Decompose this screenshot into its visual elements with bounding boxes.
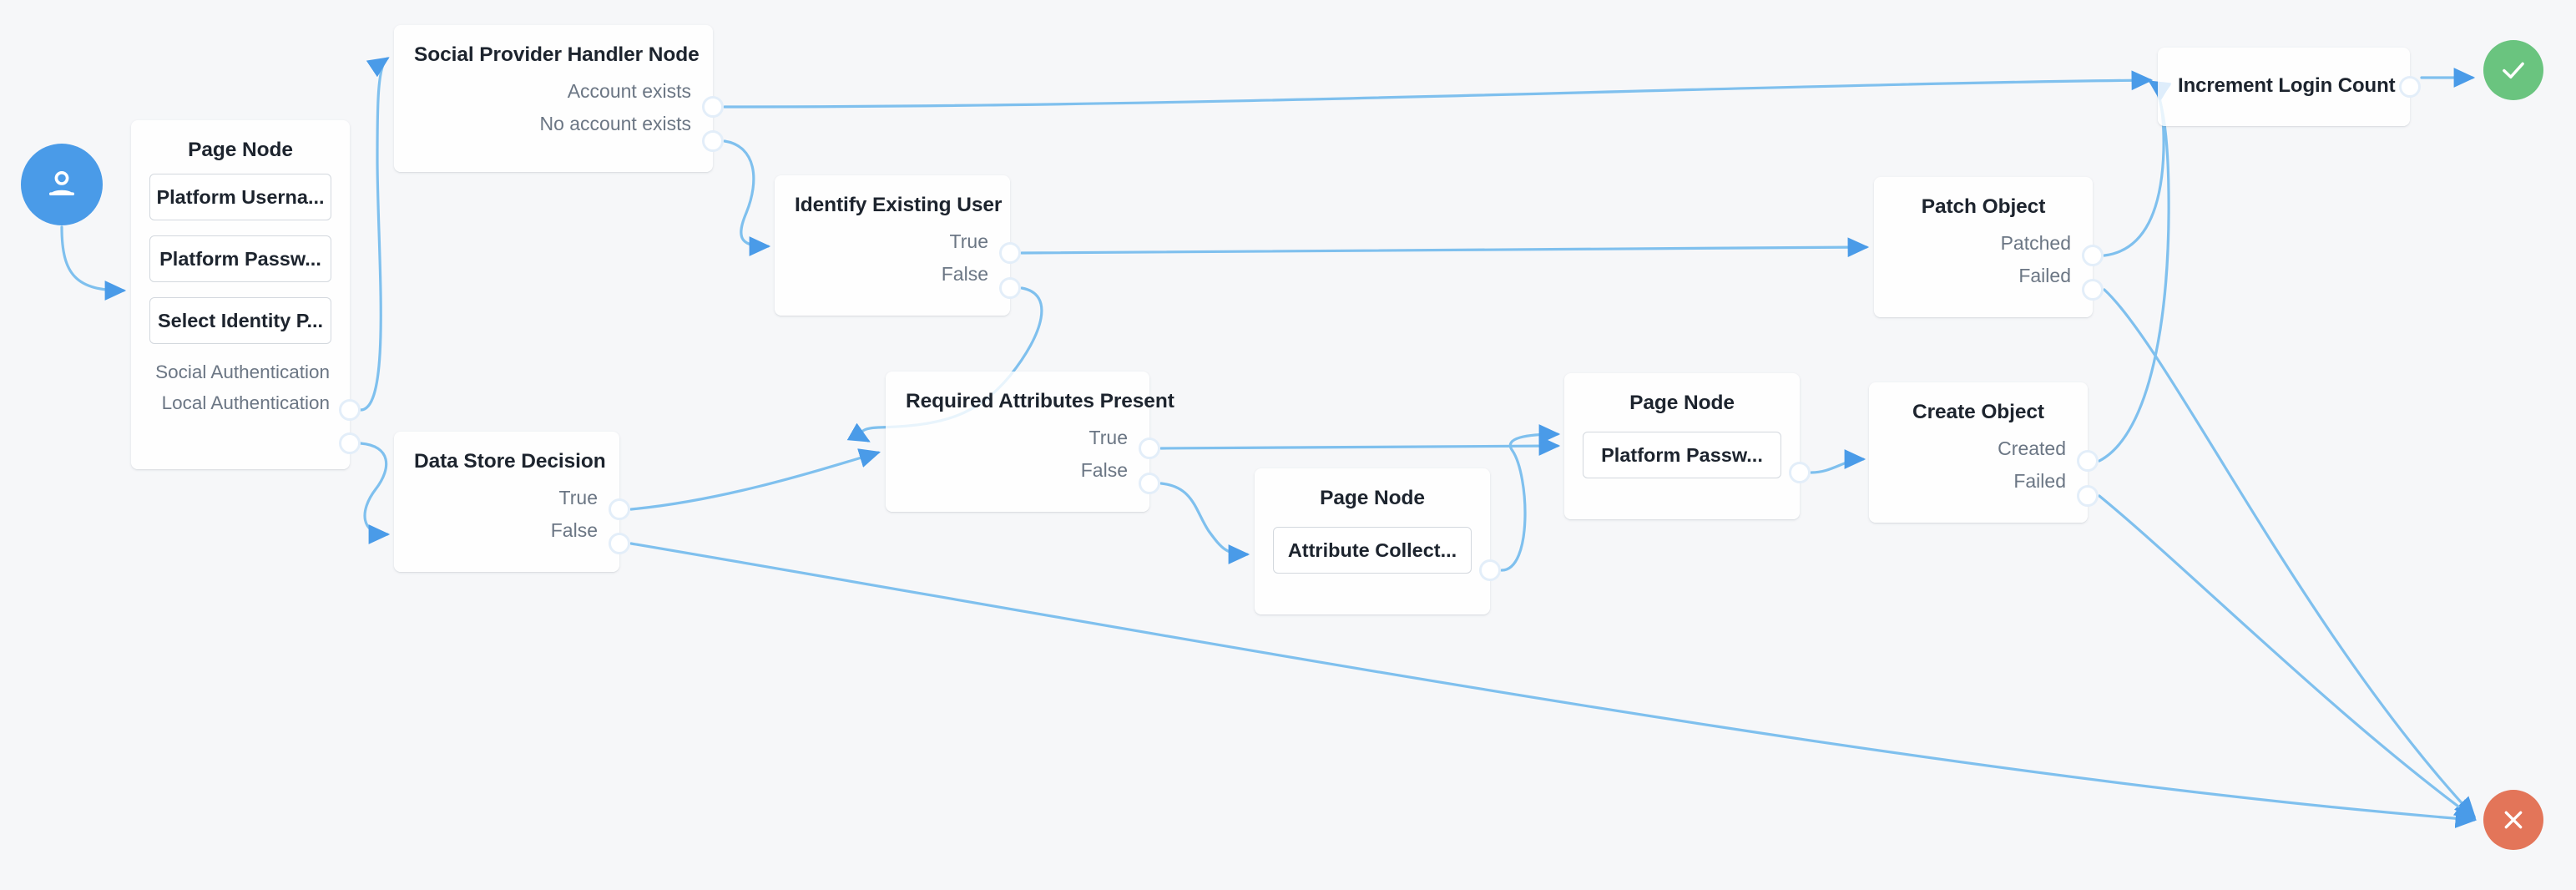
port-created[interactable] bbox=[2077, 450, 2099, 472]
node-page-node-password[interactable]: Page Node Platform Passw... bbox=[1564, 373, 1800, 519]
edge-provider-account-to-increment bbox=[723, 70, 2154, 109]
outcome-true[interactable]: True bbox=[949, 230, 988, 253]
close-icon bbox=[2504, 811, 2523, 829]
node-create-object[interactable]: Create Object Created Failed bbox=[1869, 382, 2088, 523]
node-outcomes: True False bbox=[886, 413, 1149, 502]
edge-datastore-true-to-required bbox=[629, 448, 881, 511]
edge-start-to-page-node-login bbox=[60, 225, 127, 301]
node-outcomes: Social Authentication Local Authenticati… bbox=[131, 349, 350, 432]
port-account-exists[interactable] bbox=[702, 96, 724, 118]
node-fields: Attribute Collect... bbox=[1255, 510, 1490, 579]
edge-datastore-false-to-failure bbox=[629, 542, 2478, 829]
field-attribute-collector[interactable]: Attribute Collect... bbox=[1273, 527, 1472, 574]
outcome-false[interactable]: False bbox=[1080, 459, 1128, 482]
node-fields: Platform Passw... bbox=[1564, 415, 1800, 483]
node-data-store-decision[interactable]: Data Store Decision True False bbox=[394, 432, 619, 572]
node-outcomes: Created Failed bbox=[1869, 424, 2088, 513]
field-platform-username[interactable]: Platform Userna... bbox=[149, 174, 331, 221]
node-increment-login-count[interactable]: Increment Login Count bbox=[2158, 48, 2410, 126]
outcome-false[interactable]: False bbox=[550, 519, 598, 542]
port-patched[interactable] bbox=[2082, 245, 2104, 266]
port-create-failed[interactable] bbox=[2077, 485, 2099, 507]
edge-patch-failed-to-failure bbox=[2103, 288, 2477, 819]
node-title: Page Node bbox=[1320, 487, 1425, 509]
outcome-patched[interactable]: Patched bbox=[2000, 232, 2071, 255]
outcome-failed[interactable]: Failed bbox=[2013, 470, 2066, 493]
edge-login-social-to-provider bbox=[359, 57, 390, 412]
edge-required-true-to-password bbox=[1159, 436, 1561, 456]
node-title: Page Node bbox=[188, 139, 293, 161]
node-title: Required Attributes Present bbox=[906, 390, 1174, 412]
node-title: Increment Login Count bbox=[2178, 74, 2396, 97]
node-outcomes: Patched Failed bbox=[1874, 219, 2093, 307]
port-identify-false[interactable] bbox=[999, 277, 1021, 299]
field-select-identity-provider[interactable]: Select Identity P... bbox=[149, 297, 331, 345]
edge-login-local-to-datastore bbox=[359, 442, 391, 544]
port-local-authentication[interactable] bbox=[339, 432, 361, 454]
edge-attributes-to-password bbox=[1500, 424, 1561, 572]
node-title: Create Object bbox=[1912, 401, 2044, 423]
port-password-out[interactable] bbox=[1789, 462, 1811, 483]
node-title: Data Store Decision bbox=[414, 450, 606, 473]
node-required-attributes-present[interactable]: Required Attributes Present True False bbox=[886, 372, 1174, 512]
port-required-true[interactable] bbox=[1139, 437, 1160, 459]
outcome-true[interactable]: True bbox=[558, 487, 598, 509]
node-title: Patch Object bbox=[1921, 195, 2046, 218]
outcome-true[interactable]: True bbox=[1088, 427, 1128, 449]
edge-patch-patched-to-increment bbox=[2103, 80, 2172, 257]
port-increment-out[interactable] bbox=[2399, 76, 2421, 98]
edge-create-created-to-increment bbox=[2098, 80, 2172, 463]
node-page-node-login[interactable]: Page Node Platform Userna... Platform Pa… bbox=[131, 120, 350, 469]
check-icon bbox=[2503, 62, 2524, 78]
port-social-authentication[interactable] bbox=[339, 399, 361, 421]
outcome-account-exists[interactable]: Account exists bbox=[567, 80, 691, 103]
node-page-node-attributes[interactable]: Page Node Attribute Collect... bbox=[1255, 468, 1490, 614]
start-node[interactable] bbox=[21, 144, 103, 225]
outcome-no-account-exists[interactable]: No account exists bbox=[539, 113, 691, 135]
node-outcomes: True False bbox=[394, 473, 619, 562]
port-required-false[interactable] bbox=[1139, 473, 1160, 494]
port-no-account-exists[interactable] bbox=[702, 130, 724, 152]
edge-identify-true-to-patch bbox=[1020, 237, 1870, 257]
port-patch-failed[interactable] bbox=[2082, 279, 2104, 301]
edge-provider-noaccount-to-identify bbox=[723, 139, 771, 256]
failure-terminal[interactable] bbox=[2483, 790, 2543, 850]
edge-create-failed-to-failure bbox=[2098, 494, 2477, 820]
node-outcomes: True False bbox=[775, 217, 1010, 306]
edge-required-false-to-attributes bbox=[1159, 482, 1250, 564]
outcome-false[interactable]: False bbox=[941, 263, 988, 286]
success-terminal[interactable] bbox=[2483, 40, 2543, 100]
node-social-provider-handler[interactable]: Social Provider Handler Node Account exi… bbox=[394, 25, 713, 172]
edge-password-to-create bbox=[1810, 449, 1866, 474]
node-patch-object[interactable]: Patch Object Patched Failed bbox=[1874, 177, 2093, 317]
port-datastore-true[interactable] bbox=[609, 498, 630, 520]
field-platform-password[interactable]: Platform Passw... bbox=[1583, 432, 1781, 479]
port-identify-true[interactable] bbox=[999, 242, 1021, 264]
outcome-social-authentication[interactable]: Social Authentication bbox=[155, 362, 330, 383]
outcome-created[interactable]: Created bbox=[1998, 437, 2066, 460]
node-title: Social Provider Handler Node bbox=[414, 43, 700, 66]
outcome-failed[interactable]: Failed bbox=[2018, 265, 2071, 287]
node-identify-existing-user[interactable]: Identify Existing User True False bbox=[775, 175, 1010, 316]
node-outcomes: Account exists No account exists bbox=[394, 67, 713, 155]
node-title: Identify Existing User bbox=[795, 194, 1003, 216]
user-icon bbox=[49, 170, 74, 195]
field-platform-password[interactable]: Platform Passw... bbox=[149, 235, 331, 283]
port-attributes-out[interactable] bbox=[1479, 559, 1501, 581]
node-fields: Platform Userna... Platform Passw... Sel… bbox=[131, 162, 350, 349]
outcome-local-authentication[interactable]: Local Authentication bbox=[161, 392, 330, 413]
port-datastore-false[interactable] bbox=[609, 533, 630, 554]
node-title: Page Node bbox=[1629, 392, 1735, 414]
